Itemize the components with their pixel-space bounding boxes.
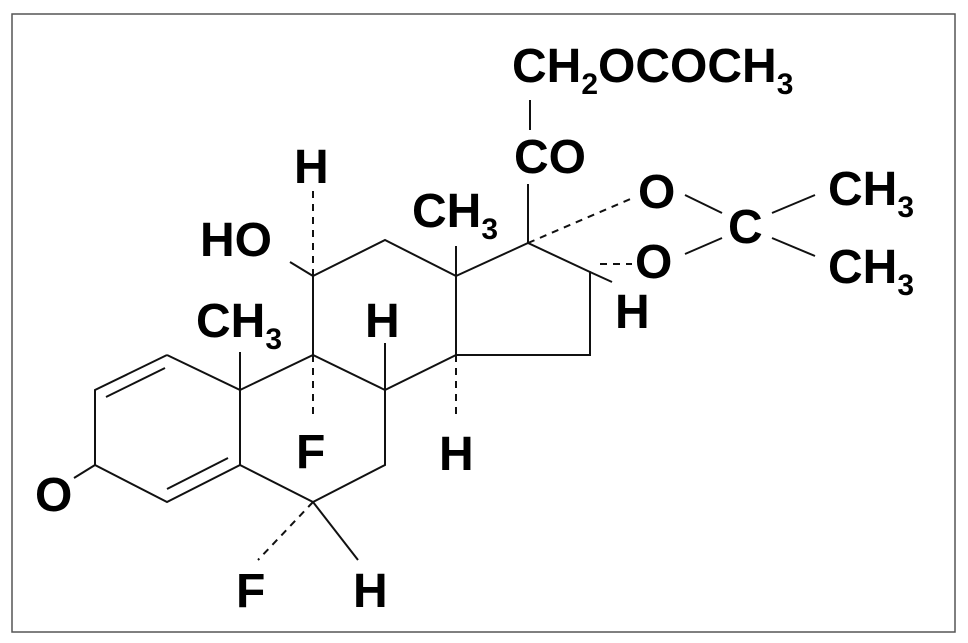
oxygen-lower: O — [635, 236, 672, 289]
fluorine-c6: F — [236, 565, 265, 618]
oxygen-c3: O — [35, 469, 72, 522]
acetonide-carbon: C — [728, 201, 763, 254]
ring-c — [312, 238, 457, 391]
oxygen-upper: O — [638, 166, 675, 219]
ring-a — [73, 354, 241, 504]
methyl-c13: CH3 — [412, 185, 498, 246]
methyl-lower: CH3 — [828, 241, 914, 302]
h-c8: H — [365, 295, 400, 348]
methyl-upper: CH3 — [828, 163, 914, 224]
carbonyl-label: CO — [514, 131, 586, 184]
frame-border — [11, 13, 956, 633]
ring-b — [239, 353, 386, 504]
substituent-bonds — [239, 100, 816, 561]
h-c14: H — [439, 428, 474, 481]
methyl-c10: CH3 — [196, 295, 282, 356]
h-c11: H — [294, 141, 329, 194]
side-chain-label: CH2OCOCH3 — [512, 40, 793, 101]
hydroxyl-label: HO — [200, 214, 272, 267]
ring-d — [455, 241, 591, 356]
h-c6: H — [353, 565, 388, 618]
fluorine-c9: F — [296, 426, 325, 479]
atom-labels: CH2OCOCH3 CO O O C CH3 CH3 H HO CH3 CH3 … — [35, 40, 914, 618]
h-c16: H — [615, 286, 650, 339]
